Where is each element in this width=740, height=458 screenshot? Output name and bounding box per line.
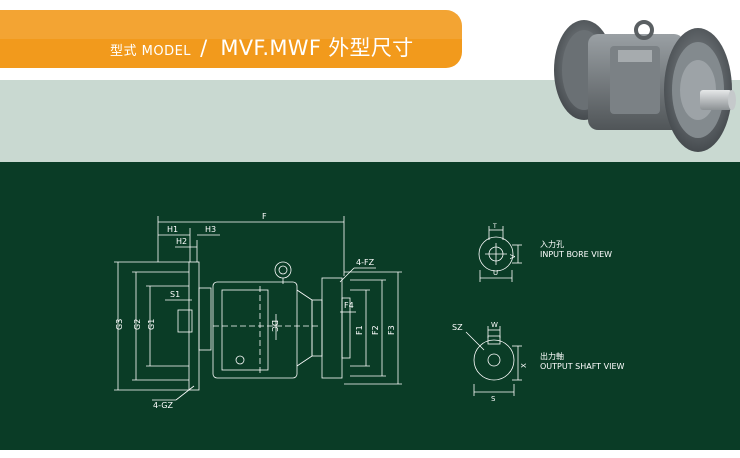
label-F4: F4 (344, 301, 354, 310)
model-prefix: 型式 MODEL (110, 44, 192, 59)
label-G1: G1 (147, 319, 156, 330)
label-4GZ: 4-GZ (153, 401, 173, 410)
label-V: V (509, 254, 517, 259)
label-S: S (491, 395, 496, 403)
model-title: MVF.MWF 外型尺寸 (220, 36, 414, 60)
input-bore-cn: 入力孔 (540, 240, 564, 249)
label-H2: H2 (176, 237, 187, 246)
label-H1: H1 (167, 225, 178, 234)
label-SZ: SZ (452, 323, 463, 332)
title-slash: / (200, 36, 208, 60)
drawing-panel (0, 162, 740, 450)
output-shaft-view-label: 出力軸 OUTPUT SHAFT VIEW (540, 352, 624, 372)
label-F2: F2 (371, 325, 380, 335)
label-W: W (491, 321, 498, 329)
label-U: U (493, 269, 498, 277)
label-G2: G2 (133, 319, 142, 330)
output-shaft-en: OUTPUT SHAFT VIEW (540, 362, 625, 371)
output-shaft-cn: 出力軸 (540, 352, 564, 361)
eye-bolt (634, 20, 654, 40)
label-H3: H3 (205, 225, 216, 234)
bottom-strip (0, 450, 740, 458)
input-bore-view-label: 入力孔 INPUT BORE VIEW (540, 240, 612, 260)
label-T: T (492, 223, 497, 230)
product-photo (554, 20, 736, 152)
page-title: 型式 MODEL / MVF.MWF 外型尺寸 (110, 32, 413, 62)
label-4FZ: 4-FZ (356, 258, 375, 267)
label-S1: S1 (170, 290, 180, 299)
label-F3: F3 (387, 325, 396, 335)
label-DC: DC (270, 320, 279, 332)
label-G3: G3 (115, 319, 124, 330)
label-F: F (262, 212, 267, 221)
input-bore-en: INPUT BORE VIEW (540, 250, 613, 259)
output-shaft (700, 90, 732, 110)
label-X: X (520, 363, 528, 368)
label-F1: F1 (355, 325, 364, 335)
title-banner: 型式 MODEL / MVF.MWF 外型尺寸 (0, 10, 462, 68)
